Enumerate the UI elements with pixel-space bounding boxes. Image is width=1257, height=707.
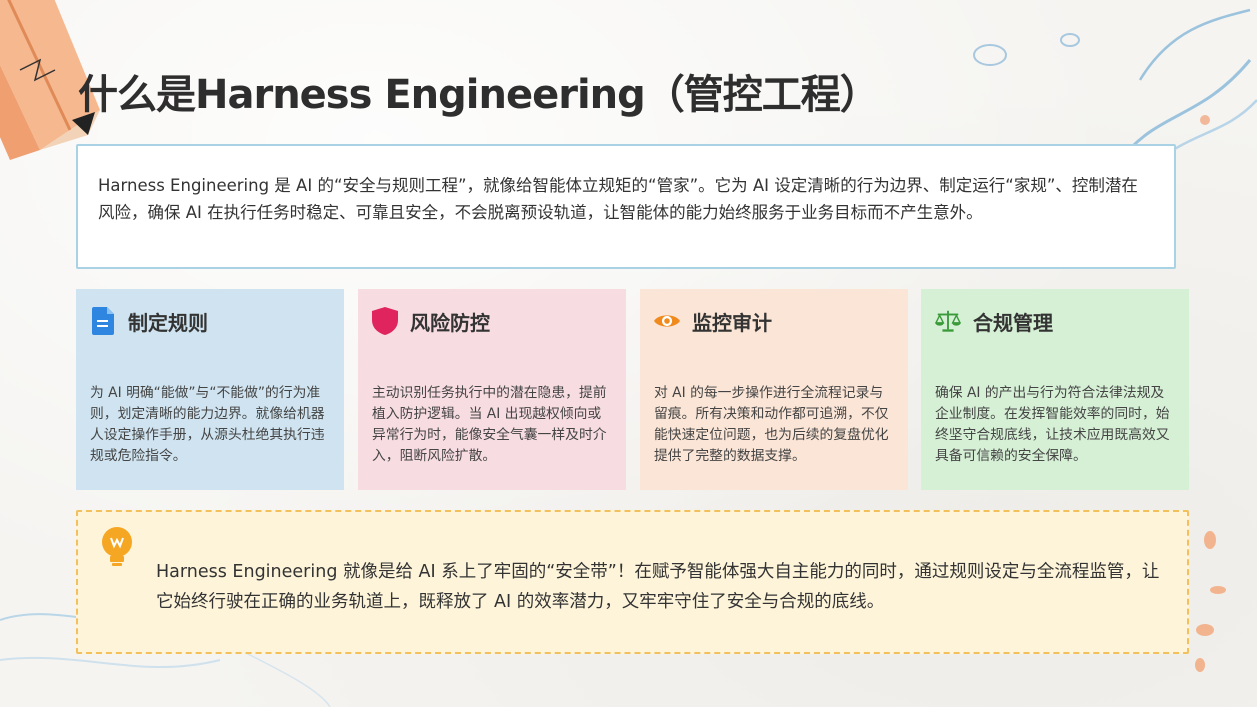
card-description: 确保 AI 的产出与行为符合法律法规及企业制度。在发挥智能效率的同时，始终坚守合… [935, 385, 1170, 464]
card-title: 监控审计 [692, 310, 772, 335]
card-description: 对 AI 的每一步操作进行全流程记录与留痕。所有决策和动作都可追溯，不仅能快速定… [654, 385, 889, 464]
card-title: 制定规则 [128, 310, 208, 335]
page-title: 什么是Harness Engineering（管控工程） [78, 72, 880, 118]
card-compliance: 合规管理 确保 AI 的产出与行为符合法律法规及企业制度。在发挥智能效率的同时，… [921, 289, 1189, 490]
eye-icon [654, 307, 680, 335]
intro-box: Harness Engineering 是 AI 的“安全与规则工程”，就像给智… [76, 144, 1176, 269]
card-rules: 制定规则 为 AI 明确“能做”与“不能做”的行为准则，划定清晰的能力边界。就像… [76, 289, 344, 490]
card-title: 风险防控 [410, 310, 490, 335]
card-title: 合规管理 [973, 310, 1053, 335]
card-description: 为 AI 明确“能做”与“不能做”的行为准则，划定清晰的能力边界。就像给机器人设… [90, 385, 325, 464]
dots-decoration-icon [1195, 531, 1226, 672]
scales-icon [935, 307, 961, 335]
document-icon [90, 307, 116, 335]
lightbulb-icon [100, 526, 134, 568]
card-risk: 风险防控 主动识别任务执行中的潜在隐患，提前植入防护逻辑。当 AI 出现越权倾向… [358, 289, 626, 490]
shield-icon [372, 307, 398, 335]
summary-text: Harness Engineering 就像是给 AI 系上了牢固的“安全带”！… [156, 562, 1160, 612]
pencil-icon [0, 0, 100, 160]
intro-text: Harness Engineering 是 AI 的“安全与规则工程”，就像给智… [98, 176, 1138, 222]
card-description: 主动识别任务执行中的潜在隐患，提前植入防护逻辑。当 AI 出现越权倾向或异常行为… [372, 385, 607, 464]
card-audit: 监控审计 对 AI 的每一步操作进行全流程记录与留痕。所有决策和动作都可追溯，不… [640, 289, 908, 490]
summary-note: Harness Engineering 就像是给 AI 系上了牢固的“安全带”！… [76, 510, 1189, 654]
